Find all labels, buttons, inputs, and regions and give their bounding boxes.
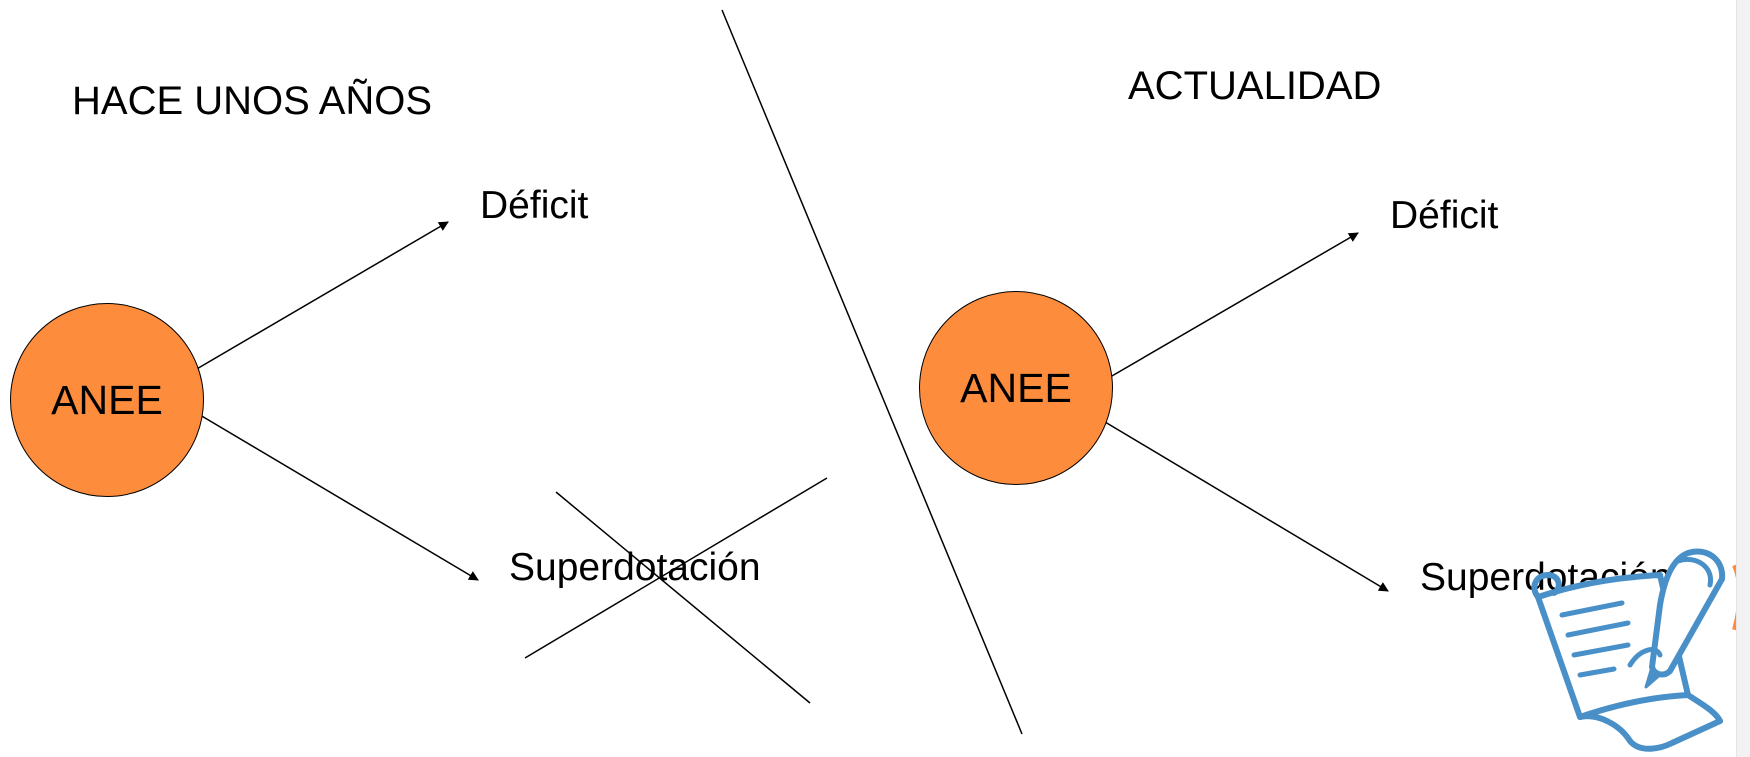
right-anee-label: ANEE [960,364,1072,411]
left-arrow-to-deficit [194,221,449,371]
cross-out-stroke-2 [524,477,828,659]
left-arrow-to-superdotacion [194,411,479,581]
left-anee-node: ANEE [10,303,204,497]
left-deficit-label: Déficit [480,184,589,227]
left-anee-label: ANEE [51,376,163,423]
right-arrow-to-deficit [1104,232,1359,381]
right-heading: ACTUALIDAD [1128,64,1382,108]
left-superdotacion-label: Superdotación [509,546,761,589]
right-arrow-to-superdotacion [1089,412,1389,592]
divider-line [721,9,1023,735]
left-heading: HACE UNOS AÑOS [72,79,433,123]
scroll-with-quill-icon [1531,548,1726,752]
cross-out-stroke-1 [555,491,811,704]
right-deficit-label: Déficit [1390,194,1499,237]
right-anee-node: ANEE [919,291,1113,485]
right-edge-strip [1736,0,1750,757]
